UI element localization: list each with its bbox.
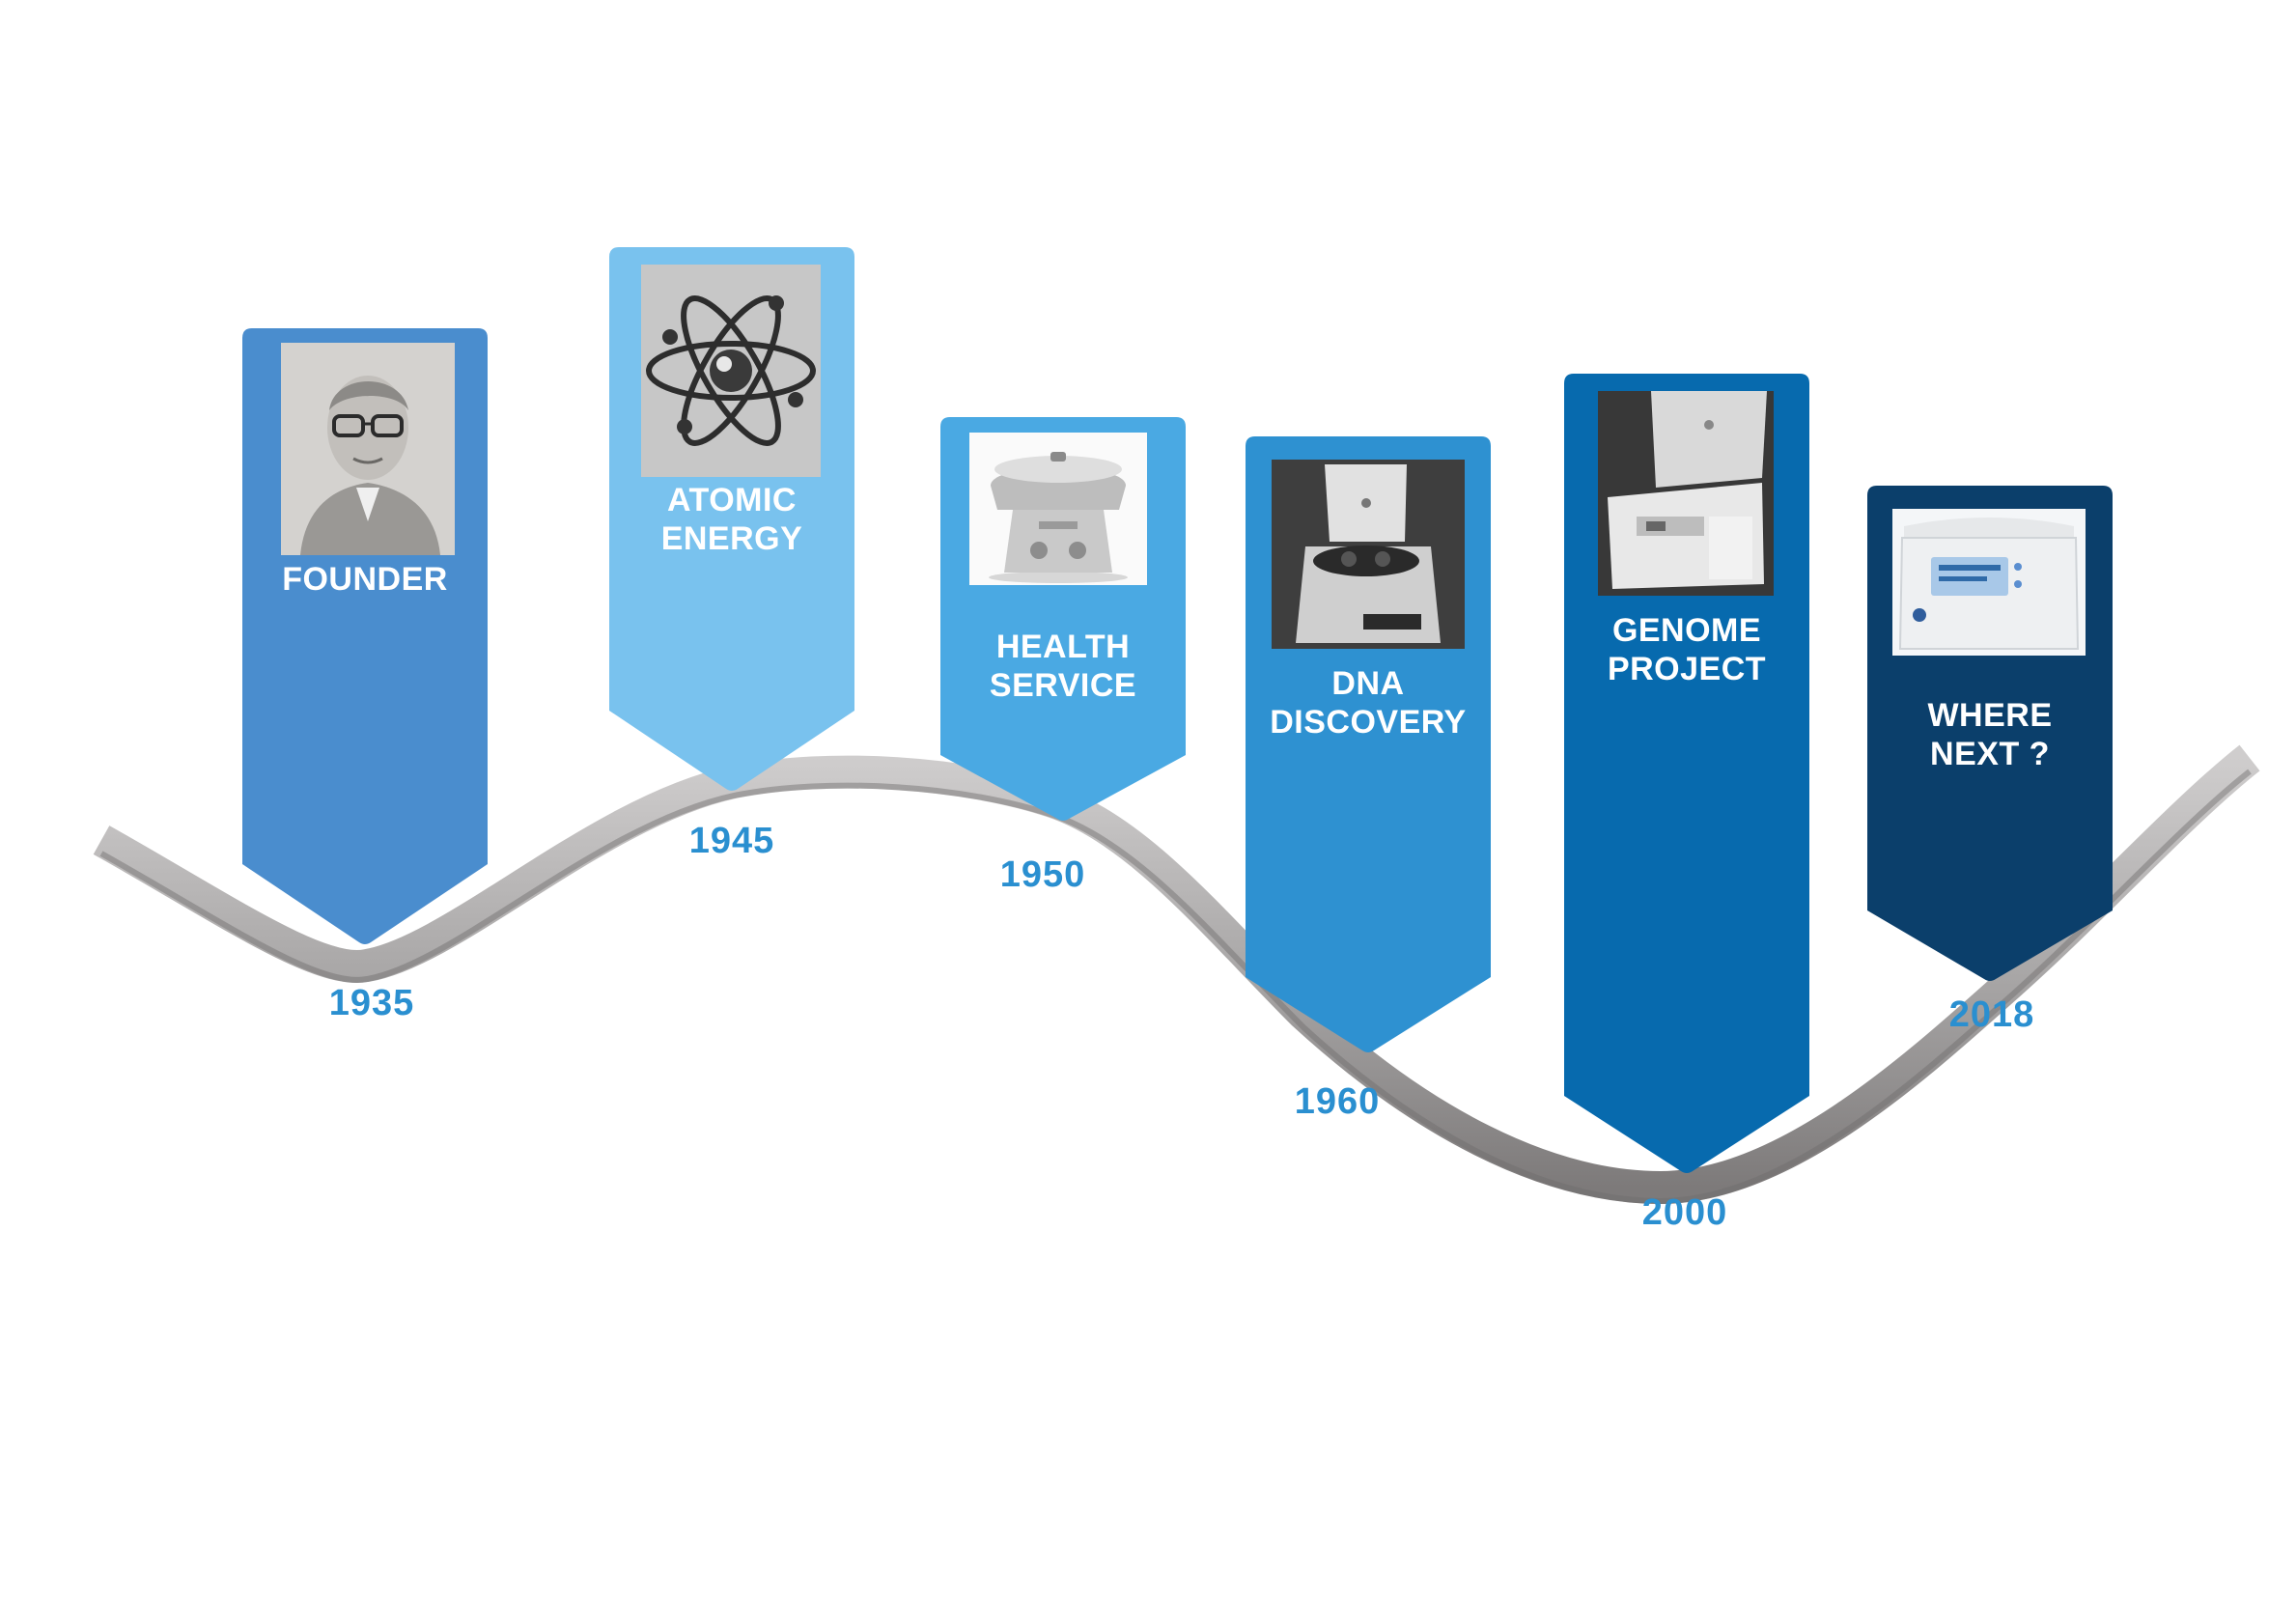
milestone-year: 1945	[688, 821, 775, 861]
milestone-year: 2018	[1948, 994, 2035, 1035]
atom-symbol	[641, 265, 821, 477]
milestone-banner: DNA DISCOVERY	[1246, 436, 1491, 1054]
tabletop-centrifuge-photo	[969, 433, 1147, 585]
milestone-banner: HEALTH SERVICE	[940, 417, 1186, 823]
portrait-photo	[281, 343, 455, 555]
open-centrifuge-photo	[1272, 460, 1465, 649]
lab-centrifuge-photo	[1598, 391, 1774, 596]
milestone-year: 1960	[1294, 1081, 1381, 1122]
milestone-banner: WHERE NEXT ?	[1867, 486, 2113, 983]
milestone-label: GENOME PROJECT	[1607, 612, 1767, 687]
milestone-year: 1935	[328, 983, 415, 1023]
milestone-banner: ATOMIC ENERGY	[609, 247, 854, 793]
milestone-label: FOUNDER	[282, 561, 448, 598]
milestone-label: WHERE NEXT ?	[1927, 697, 2053, 772]
milestone-label: DNA DISCOVERY	[1270, 665, 1467, 741]
milestone-label: HEALTH SERVICE	[989, 629, 1137, 704]
milestone-banner: FOUNDER	[242, 328, 488, 946]
milestone-banner: GENOME PROJECT	[1564, 374, 1809, 1175]
milestone-label: ATOMIC ENERGY	[660, 482, 803, 557]
modern-centrifuge-photo	[1892, 509, 2086, 656]
milestone-year: 1950	[999, 854, 1086, 895]
milestone-year: 2000	[1641, 1192, 1728, 1233]
